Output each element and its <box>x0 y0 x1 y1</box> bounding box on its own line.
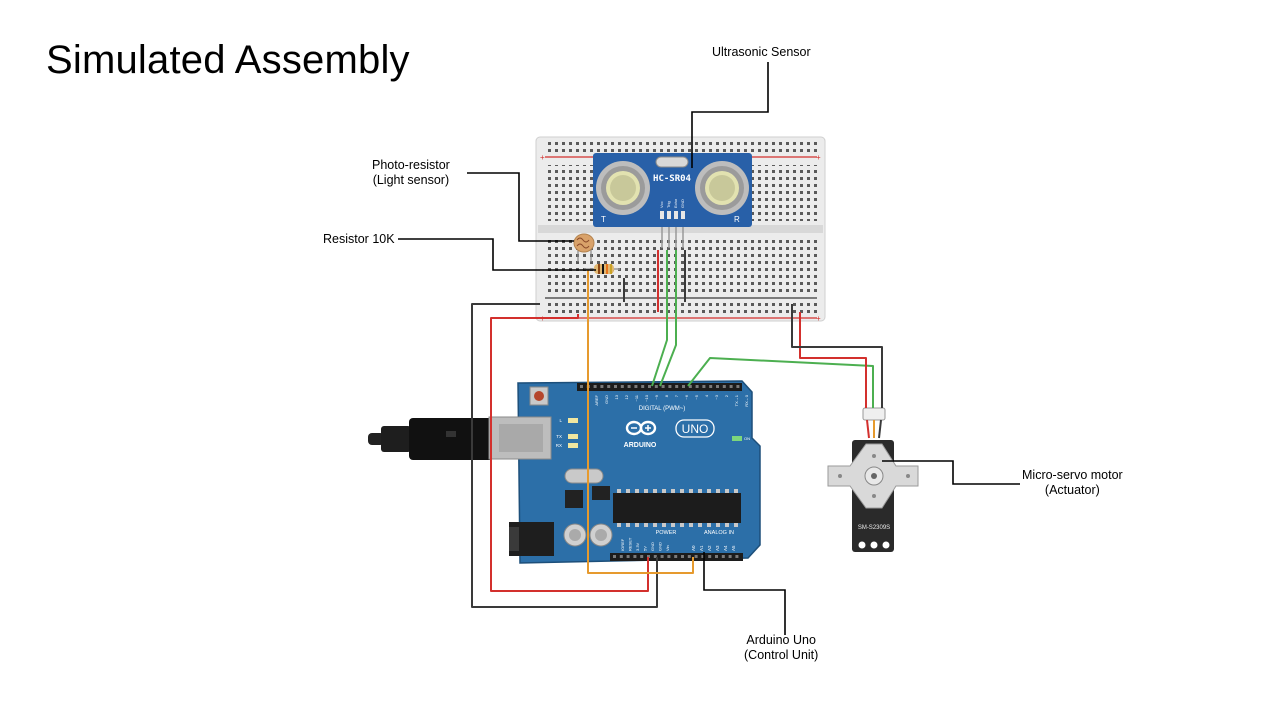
analog-pin-label: A3 <box>715 545 720 551</box>
digital-pin-label: ~9 <box>654 394 659 399</box>
resistor-10k <box>584 264 620 274</box>
breadboard-bottom-rail <box>545 301 817 315</box>
wire-servo-ground <box>791 304 883 408</box>
svg-text:+: + <box>816 153 821 162</box>
digital-pin-label: ~6 <box>684 394 689 399</box>
board-brand-text: ARDUINO <box>624 442 657 449</box>
photoresistor-label: Photo-resistor (Light sensor) <box>372 158 450 188</box>
digital-pin-label: ~5 <box>694 394 699 399</box>
analog-header-label: ANALOG IN <box>704 530 734 536</box>
photoresistor <box>573 233 595 262</box>
sensor-corner-right: R <box>734 215 740 224</box>
analog-pin-label: A5 <box>731 545 736 551</box>
sensor-pin <box>660 211 664 219</box>
digital-pin-label: RX←0 <box>744 394 749 407</box>
photoresistor-label-line2: (Light sensor) <box>372 173 450 187</box>
arduino-label-line2: (Control Unit) <box>744 648 819 662</box>
board-model-text: UNO <box>682 422 709 436</box>
digital-pin-label: GND <box>604 395 609 404</box>
digital-pin-label: 13 <box>614 394 619 399</box>
power-pin-label: RESET <box>628 537 633 551</box>
wire-analog-a0 <box>587 270 694 574</box>
photoresistor-label-line1: Photo-resistor <box>372 158 450 172</box>
leader-resistor <box>398 238 596 271</box>
digital-pin-label: TX→1 <box>734 394 739 406</box>
digital-header <box>577 383 742 391</box>
power-pin-label: Vin <box>665 545 670 551</box>
digital-pin-label: ~10 <box>644 394 649 402</box>
arduino-label: Arduino Uno (Control Unit) <box>744 633 818 663</box>
servo-label: Micro-servo motor (Actuator) <box>1022 468 1123 498</box>
sensor-model-text: HC-SR04 <box>653 174 692 184</box>
power-pin-label: GND <box>650 542 655 551</box>
breadboard-top-rail <box>545 142 817 154</box>
ultrasonic-sensor-label: Ultrasonic Sensor <box>712 45 811 60</box>
digital-pin-label: 4 <box>704 394 709 397</box>
page-title: Simulated Assembly <box>46 38 410 82</box>
leader-photoresistor <box>467 172 574 242</box>
led-label: TX <box>556 434 562 439</box>
leader-ultrasonic <box>691 62 769 168</box>
arduino-uno-board: ARDUINO UNO ON DIGITAL (PWM~) POWER ANALOG IN… <box>368 380 761 564</box>
sensor-pin <box>681 211 685 219</box>
sensor-pin <box>667 211 671 219</box>
analog-pin-label: A1 <box>699 545 704 551</box>
digital-pin-label: 8 <box>664 394 669 397</box>
sensor-pin <box>674 211 678 219</box>
wire-ground <box>471 303 658 608</box>
power-pin-label: 3.3V <box>635 542 640 551</box>
leader-servo <box>882 460 1020 485</box>
sensor-pin-label: GND <box>680 199 685 208</box>
resistor-label-text: Resistor 10K <box>323 232 395 246</box>
power-pin-label: IOREF <box>620 538 625 551</box>
wire-echo <box>659 250 677 387</box>
micro-servo: SM-S2309S <box>827 407 919 552</box>
power-header-label: POWER <box>656 530 677 536</box>
breadboard-channel <box>538 225 823 233</box>
wire-servo-power <box>799 312 867 408</box>
servo-label-line2: (Actuator) <box>1044 483 1100 497</box>
analog-pin-label: A0 <box>691 545 696 551</box>
servo-label-line1: Micro-servo motor <box>1022 468 1123 482</box>
led-label: L <box>559 418 562 423</box>
analog-pin-label: A2 <box>707 545 712 551</box>
board-on-text: ON <box>744 436 750 441</box>
digital-pin-label: ~3 <box>714 394 719 399</box>
ultrasonic-sensor-label-text: Ultrasonic Sensor <box>712 45 811 59</box>
svg-text:+: + <box>540 153 545 162</box>
digital-pin-label: 7 <box>674 394 679 397</box>
wire-servo-signal <box>687 357 874 408</box>
arduino-label-line1: Arduino Uno <box>746 633 816 647</box>
digital-header-label: DIGITAL (PWM~) <box>639 406 686 412</box>
power-pin-label: 5V <box>643 546 648 551</box>
sensor-pin-label: Trig <box>666 201 671 208</box>
servo-model-text: SM-S2309S <box>858 525 890 531</box>
resistor-label: Resistor 10K <box>323 232 395 247</box>
wire-5v <box>490 314 649 592</box>
power-pin-label: GND <box>658 542 663 551</box>
analog-pin-label: A4 <box>723 545 728 551</box>
digital-pin-label: AREF <box>594 394 599 405</box>
led-label: RX <box>556 443 562 448</box>
leader-arduino <box>703 552 786 635</box>
sensor-pin-label: Echo <box>673 198 678 208</box>
sensor-corner-left: T <box>601 215 606 224</box>
svg-text:+: + <box>816 314 821 323</box>
sensor-pin-label: Vcc <box>659 201 664 208</box>
digital-pin-label: 12 <box>624 394 629 399</box>
digital-pin-label: ~11 <box>634 394 639 401</box>
digital-pin-label: 2 <box>724 394 729 397</box>
wire-trig <box>651 250 668 387</box>
